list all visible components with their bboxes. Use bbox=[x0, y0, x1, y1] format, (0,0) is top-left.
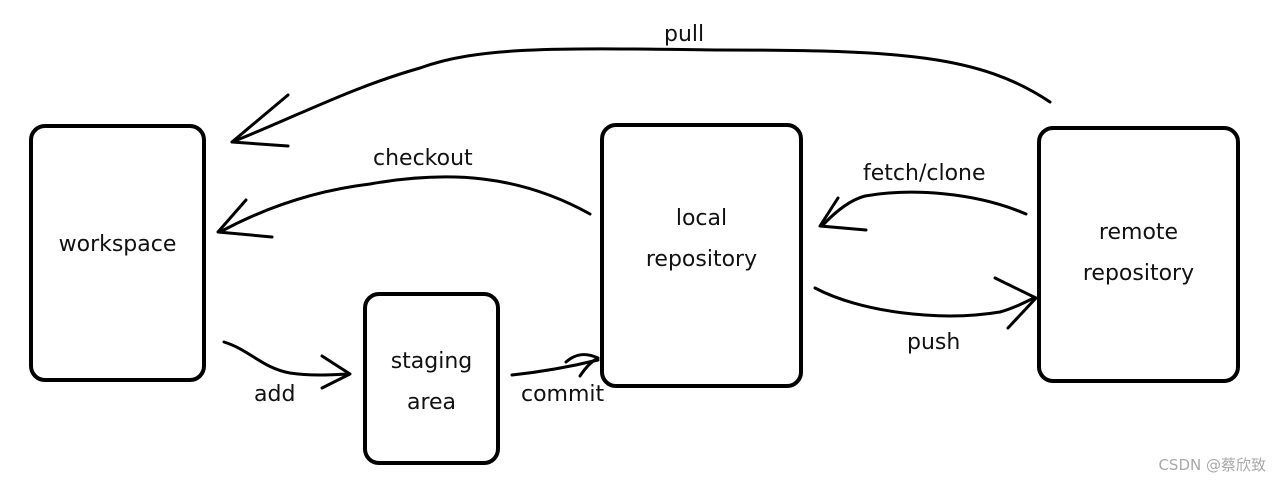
push-arrowhead bbox=[993, 276, 1038, 330]
add-arrow bbox=[222, 340, 350, 377]
staging-area-label-line2: area bbox=[406, 390, 457, 415]
local-repository-label-line2: repository bbox=[645, 247, 758, 272]
fetch-clone-label: fetch/clone bbox=[863, 161, 986, 186]
checkout-label: checkout bbox=[373, 146, 473, 171]
pull-arrowhead bbox=[230, 93, 290, 148]
local-repository-label-line1: local bbox=[675, 206, 728, 231]
checkout-arrow bbox=[218, 175, 592, 234]
checkout-arrowhead bbox=[216, 198, 274, 239]
fetch-clone-arrowhead bbox=[818, 196, 868, 232]
remote-repository-label-line2: repository bbox=[1082, 261, 1195, 286]
commit-label: commit bbox=[521, 382, 605, 407]
pull-arrow bbox=[230, 47, 1052, 144]
commit-arrowhead bbox=[564, 353, 600, 378]
add-arrowhead bbox=[320, 354, 352, 390]
workspace-label: workspace bbox=[58, 232, 177, 257]
pull-label: pull bbox=[664, 22, 705, 47]
push-arrow bbox=[813, 286, 1036, 318]
push-label: push bbox=[907, 330, 961, 355]
local-repository-box: local repository bbox=[600, 123, 803, 388]
add-label: add bbox=[254, 382, 296, 407]
workspace-box: workspace bbox=[29, 124, 206, 382]
remote-repository-box: remote repository bbox=[1037, 126, 1240, 383]
staging-area-box: staging area bbox=[363, 292, 500, 465]
staging-area-label-line1: staging bbox=[390, 349, 473, 374]
remote-repository-label-line1: remote bbox=[1098, 220, 1179, 245]
fetch-clone-arrow bbox=[820, 190, 1028, 228]
commit-arrow bbox=[510, 358, 600, 377]
watermark: CSDN @蔡欣致 bbox=[1158, 456, 1266, 474]
